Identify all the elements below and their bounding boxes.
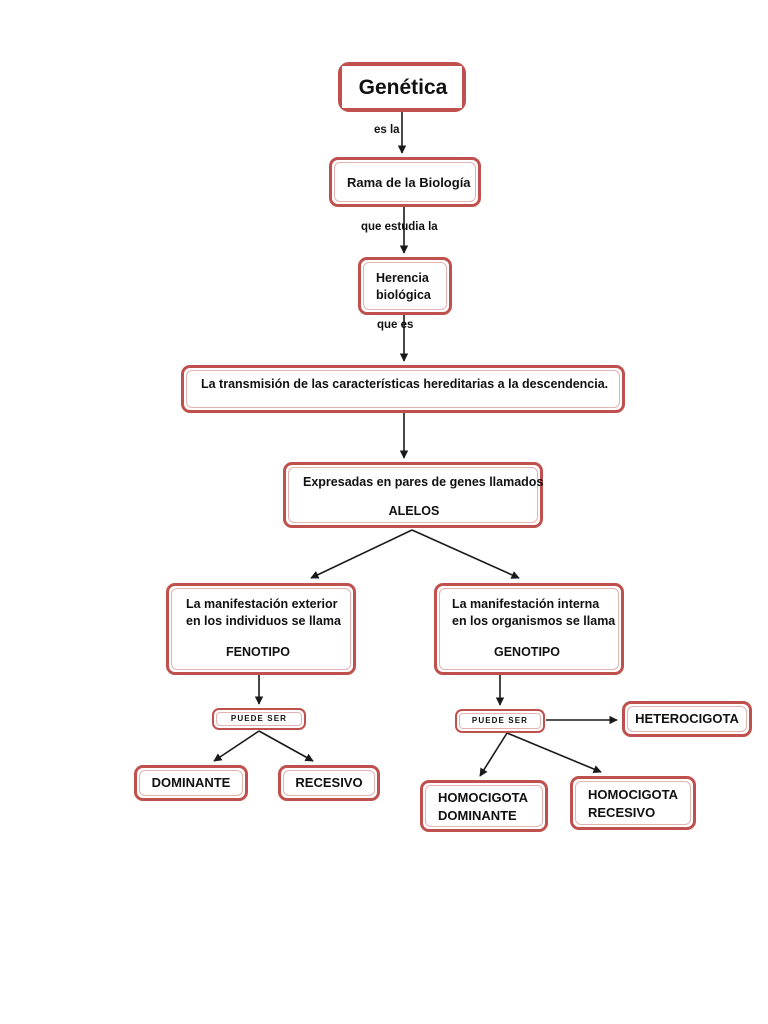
node-recesivo-label: RECESIVO bbox=[295, 775, 363, 791]
node-herencia-line2: biológica bbox=[376, 288, 431, 302]
node-alelos-line1: Expresadas en pares de genes llamados bbox=[303, 475, 544, 489]
connector-alelos-genotipo bbox=[411, 529, 520, 579]
edge-label-que-estudia-la: que estudia la bbox=[361, 221, 438, 233]
edge-label-es-la: es la bbox=[374, 124, 400, 136]
node-homocigota-recesivo-line2: RECESIVO bbox=[588, 805, 656, 820]
node-homocigota-dominante-line1: HOMOCIGOTA bbox=[438, 790, 529, 806]
node-fenotipo-line3: FENOTIPO bbox=[226, 644, 290, 659]
node-rama-label: Rama de la Biología bbox=[347, 175, 471, 191]
node-dominante[interactable]: DOMINANTE bbox=[134, 765, 248, 801]
node-herencia-biologica[interactable]: Herencia biológica bbox=[358, 257, 452, 315]
node-heterocigota[interactable]: HETEROCIGOTA bbox=[622, 701, 752, 737]
node-genotipo[interactable]: La manifestación interna en los organism… bbox=[434, 583, 624, 675]
node-homocigota-recesivo-line1: HOMOCIGOTA bbox=[588, 787, 679, 803]
node-puede-ser-genotipo[interactable]: PUEDE SER bbox=[455, 709, 545, 733]
connector-puedeser-homocigota-dominante bbox=[479, 732, 508, 777]
node-alelos-line2: ALELOS bbox=[388, 504, 440, 519]
node-fenotipo-line2: en los individuos se llama bbox=[186, 614, 341, 629]
node-herencia-line1: Herencia bbox=[376, 270, 429, 285]
node-fenotipo-line1: La manifestación exterior bbox=[186, 597, 338, 611]
node-transmision-caracteristicas[interactable]: La transmisión de las características he… bbox=[181, 365, 625, 413]
connector-puedeser-recesivo bbox=[258, 730, 314, 762]
connector-alelos-fenotipo bbox=[310, 529, 413, 579]
node-alelos[interactable]: Expresadas en pares de genes llamados AL… bbox=[283, 462, 543, 528]
node-homocigota-dominante[interactable]: HOMOCIGOTA DOMINANTE bbox=[420, 780, 548, 832]
node-genetica-label: Genética bbox=[358, 75, 448, 99]
connector-puedeser-dominante bbox=[213, 730, 260, 762]
connector-puedeser-homocigota-recesivo bbox=[506, 732, 602, 773]
node-recesivo[interactable]: RECESIVO bbox=[278, 765, 380, 801]
node-puede-ser-fenotipo[interactable]: PUEDE SER bbox=[212, 708, 306, 730]
node-homocigota-recesivo[interactable]: HOMOCIGOTA RECESIVO bbox=[570, 776, 696, 830]
node-heterocigota-label: HETEROCIGOTA bbox=[635, 711, 739, 727]
node-puede-ser-genotipo-label: PUEDE SER bbox=[471, 716, 529, 726]
node-genotipo-line2: en los organismos se llama bbox=[452, 614, 616, 629]
node-fenotipo[interactable]: La manifestación exterior en los individ… bbox=[166, 583, 356, 675]
node-dominante-label: DOMINANTE bbox=[151, 775, 231, 791]
node-genotipo-line3: GENOTIPO bbox=[494, 644, 560, 659]
node-puede-ser-fenotipo-label: PUEDE SER bbox=[230, 714, 288, 724]
node-genetica[interactable]: Genética bbox=[338, 62, 466, 112]
node-genotipo-line1: La manifestación interna bbox=[452, 597, 600, 611]
node-rama-de-la-biologia[interactable]: Rama de la Biología bbox=[329, 157, 481, 207]
node-transmision-label: La transmisión de las características he… bbox=[201, 377, 609, 391]
edge-label-que-es: que es bbox=[377, 319, 414, 331]
node-homocigota-dominante-line2: DOMINANTE bbox=[438, 808, 517, 823]
